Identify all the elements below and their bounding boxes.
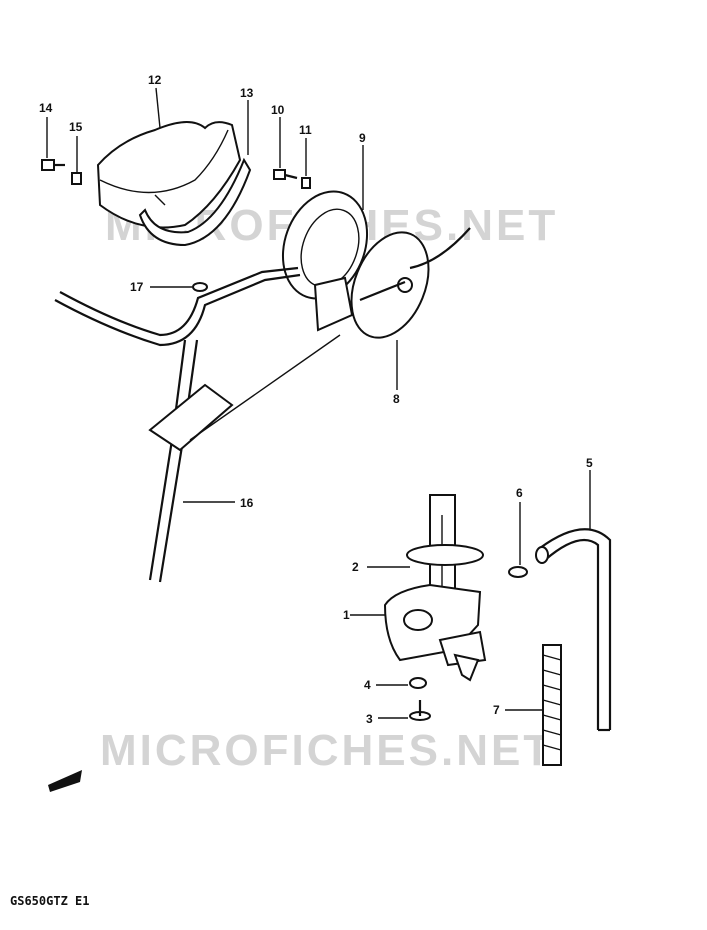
stamp-mark bbox=[48, 770, 82, 792]
part-11-nut bbox=[301, 177, 311, 189]
callout-9: 9 bbox=[359, 131, 366, 145]
callout-3: 3 bbox=[366, 712, 373, 726]
part-14-bolt bbox=[41, 159, 65, 171]
callout-10: 10 bbox=[271, 103, 285, 117]
part-8-gauge-unit bbox=[313, 227, 471, 339]
part-7-spring bbox=[542, 644, 562, 766]
model-code: GS650GTZ E1 bbox=[10, 894, 89, 908]
callout-11: 11 bbox=[299, 123, 312, 137]
callout-8: 8 bbox=[393, 392, 400, 406]
part-15-nut bbox=[71, 172, 82, 185]
callout-7: 7 bbox=[493, 703, 500, 717]
part-9-gasket bbox=[281, 190, 369, 300]
watermark-bottom: MICROFICHES.NET bbox=[100, 726, 553, 775]
part-3-screw bbox=[409, 700, 431, 721]
part-5-fuel-hose bbox=[535, 528, 612, 732]
part-4-washer bbox=[409, 677, 427, 689]
callout-6: 6 bbox=[516, 486, 523, 500]
callout-1: 1 bbox=[343, 608, 350, 622]
part-1-fuel-cock bbox=[383, 494, 487, 682]
callout-17: 17 bbox=[130, 280, 144, 294]
callout-4: 4 bbox=[364, 678, 371, 692]
part-12-cover bbox=[96, 121, 242, 229]
callout-12: 12 bbox=[148, 73, 162, 87]
part-2-o-ring bbox=[406, 544, 484, 566]
callout-2: 2 bbox=[352, 560, 359, 574]
callout-16: 16 bbox=[240, 496, 254, 510]
part-10-bolt bbox=[273, 169, 298, 180]
leader-lines bbox=[46, 87, 591, 719]
callout-14: 14 bbox=[39, 101, 53, 115]
part-16-harness bbox=[54, 266, 341, 583]
part-6-hose-clip bbox=[508, 566, 528, 578]
callout-5: 5 bbox=[586, 456, 593, 470]
callout-13: 13 bbox=[240, 86, 254, 100]
part-17-clip bbox=[192, 282, 208, 292]
part-13-rubber-strip bbox=[138, 157, 252, 247]
callout-15: 15 bbox=[69, 120, 83, 134]
